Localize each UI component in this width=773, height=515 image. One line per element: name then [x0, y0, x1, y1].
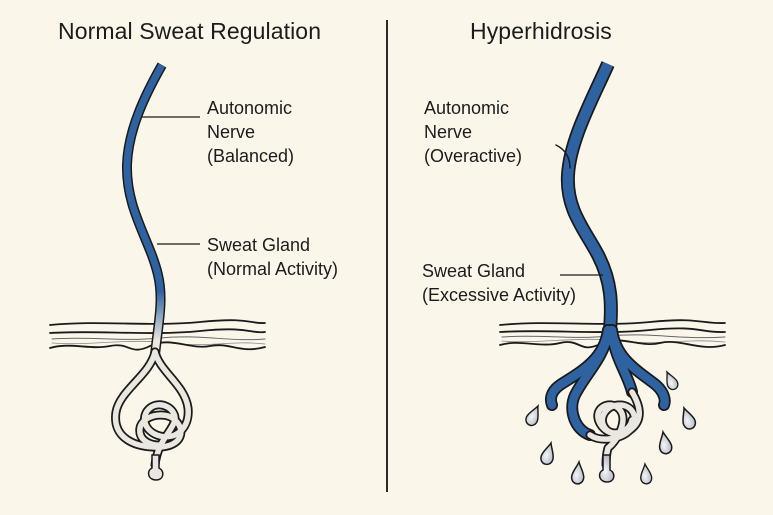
sweat-droplet — [525, 403, 539, 427]
sweat-droplet — [540, 440, 554, 466]
label-line: (Excessive Activity) — [422, 285, 577, 305]
sweat-gland-right — [585, 387, 644, 470]
gland-duct-tip-right — [598, 454, 615, 483]
autonomic-nerve-left-fill — [123, 63, 166, 356]
sweat-droplets — [525, 370, 697, 485]
label-line: (Balanced) — [207, 146, 295, 166]
sweat-droplet — [570, 459, 585, 485]
panel-divider — [386, 20, 388, 492]
sweat-droplet — [658, 429, 673, 455]
skin-layers-left — [49, 319, 266, 351]
nerve-branches-right — [545, 324, 671, 441]
panel-title-normal: Normal Sweat Regulation — [58, 18, 322, 44]
label-line: (Overactive) — [424, 146, 523, 166]
label-line: Nerve — [424, 122, 473, 142]
sweat-gland-left — [111, 347, 193, 470]
label-line: Nerve — [207, 122, 256, 142]
sweat-droplet — [640, 461, 653, 485]
label-sweat-gland-excessive: Sweat Gland (Excessive Activity) — [422, 259, 576, 307]
autonomic-nerve-right — [555, 61, 618, 331]
gland-duct-tip-left — [147, 454, 164, 481]
label-line: (Normal Activity) — [207, 259, 339, 279]
label-autonomic-nerve-balanced: Autonomic Nerve (Balanced) — [207, 96, 294, 168]
label-sweat-gland-normal: Sweat Gland (Normal Activity) — [207, 233, 338, 281]
label-line: Autonomic — [207, 98, 293, 118]
label-line: Autonomic — [424, 98, 510, 118]
sweat-droplet — [682, 405, 697, 430]
nerve-twig-right — [555, 144, 571, 169]
panel-title-hyperhidrosis: Hyperhidrosis — [470, 18, 612, 44]
sweat-droplet — [666, 370, 679, 391]
label-autonomic-nerve-overactive: Autonomic Nerve (Overactive) — [424, 96, 522, 168]
label-line: Sweat Gland — [207, 235, 311, 255]
label-line: Sweat Gland — [422, 261, 526, 281]
